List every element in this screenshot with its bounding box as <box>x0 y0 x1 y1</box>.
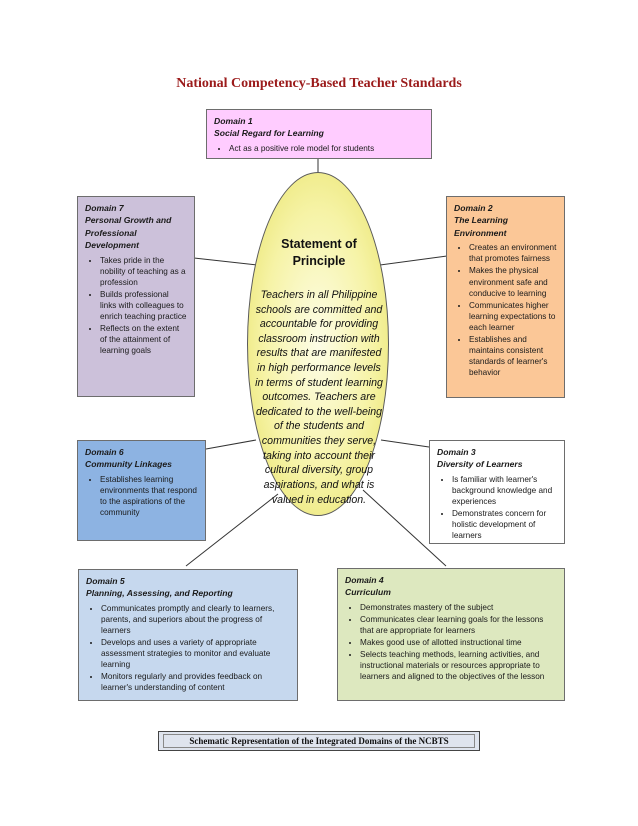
list-item: Selects teaching methods, learning activ… <box>360 649 557 682</box>
domain-2-list: Creates an environment that promotes fai… <box>454 242 557 378</box>
domain-7-number: Domain 7 <box>85 203 124 213</box>
principle-body: Teachers in all Philippine schools are c… <box>255 289 383 506</box>
caption-text: Schematic Representation of the Integrat… <box>163 734 475 748</box>
list-item: Establishes learning environments that r… <box>100 474 198 518</box>
principle-ellipse <box>247 172 389 516</box>
connector-domain4 <box>362 489 447 567</box>
connector-domain3 <box>380 439 430 448</box>
list-item: Monitors regularly and provides feedback… <box>101 671 290 693</box>
domain-5-number: Domain 5 <box>86 576 125 586</box>
domain-2-box: Domain 2 The Learning EnvironmentCreates … <box>446 196 565 398</box>
domain-4-number: Domain 4 <box>345 575 384 585</box>
list-item: Demonstrates mastery of the subject <box>360 602 557 613</box>
list-item: Makes the physical environment safe and … <box>469 265 557 298</box>
list-item: Creates an environment that promotes fai… <box>469 242 557 264</box>
connector-domain6 <box>205 439 257 450</box>
connector-domain7 <box>193 257 258 266</box>
list-item: Builds professional links with colleague… <box>100 289 187 322</box>
domain-3-box: Domain 3 Diversity of Learners Is familiar… <box>429 440 565 544</box>
domain-3-list: Is familiar with learner's background kn… <box>437 474 557 541</box>
list-item: Communicates promptly and clearly to lea… <box>101 603 290 636</box>
domain-1-box: Domain 1 Social Regard for LearningAct as… <box>206 109 432 159</box>
list-item: Establishes and maintains consistent sta… <box>469 334 557 378</box>
connector-domain5 <box>185 493 279 567</box>
domain-5-box: Domain 5 Planning, Assessing, and Reporti… <box>78 569 298 701</box>
connector-domain2 <box>379 255 448 266</box>
domain-6-name: Community Linkages <box>85 459 172 470</box>
domain-2-name: The Learning Environment <box>454 215 508 238</box>
principle-title: Statement of Principle <box>281 237 357 268</box>
domain-7-box: Domain 7 Personal Growth and Professional… <box>77 196 195 397</box>
list-item: Communicates higher learning expectation… <box>469 300 557 333</box>
domain-2-number: Domain 2 <box>454 203 493 213</box>
domain-7-list: Takes pride in the nobility of teaching … <box>85 255 187 357</box>
list-item: Develops and uses a variety of appropria… <box>101 637 290 670</box>
caption-box: Schematic Representation of the Integrat… <box>158 731 480 751</box>
domain-1-number: Domain 1 <box>214 116 253 126</box>
list-item: Demonstrates concern for holistic develo… <box>452 508 557 541</box>
list-item: Act as a positive role model for student… <box>229 143 424 154</box>
domain-6-list: Establishes learning environments that r… <box>85 474 198 518</box>
list-item: Makes good use of allotted instructional… <box>360 637 557 648</box>
domain-7-name: Personal Growth and Professional Develop… <box>85 215 172 251</box>
domain-5-list: Communicates promptly and clearly to lea… <box>86 603 290 694</box>
domain-3-number: Domain 3 <box>437 447 476 457</box>
list-item: Is familiar with learner's background kn… <box>452 474 557 507</box>
list-item: Reflects on the extent of the attainment… <box>100 323 187 356</box>
list-item: Takes pride in the nobility of teaching … <box>100 255 187 288</box>
domain-3-name: Diversity of Learners <box>437 459 523 470</box>
list-item: Communicates clear learning goals for th… <box>360 614 557 636</box>
domain-1-name: Social Regard for Learning <box>214 128 324 139</box>
domain-5-name: Planning, Assessing, and Reporting <box>86 588 233 599</box>
page-title: National Competency-Based Teacher Standa… <box>176 76 462 91</box>
domain-4-name: Curriculum <box>345 587 391 598</box>
domain-4-box: Domain 4 CurriculumDemonstrates mastery o… <box>337 568 565 701</box>
domain-1-list: Act as a positive role model for student… <box>214 143 424 154</box>
domain-4-list: Demonstrates mastery of the subjectCommu… <box>345 602 557 682</box>
domain-6-box: Domain 6 Community LinkagesEstablishes le… <box>77 440 206 541</box>
domain-6-number: Domain 6 <box>85 447 124 457</box>
